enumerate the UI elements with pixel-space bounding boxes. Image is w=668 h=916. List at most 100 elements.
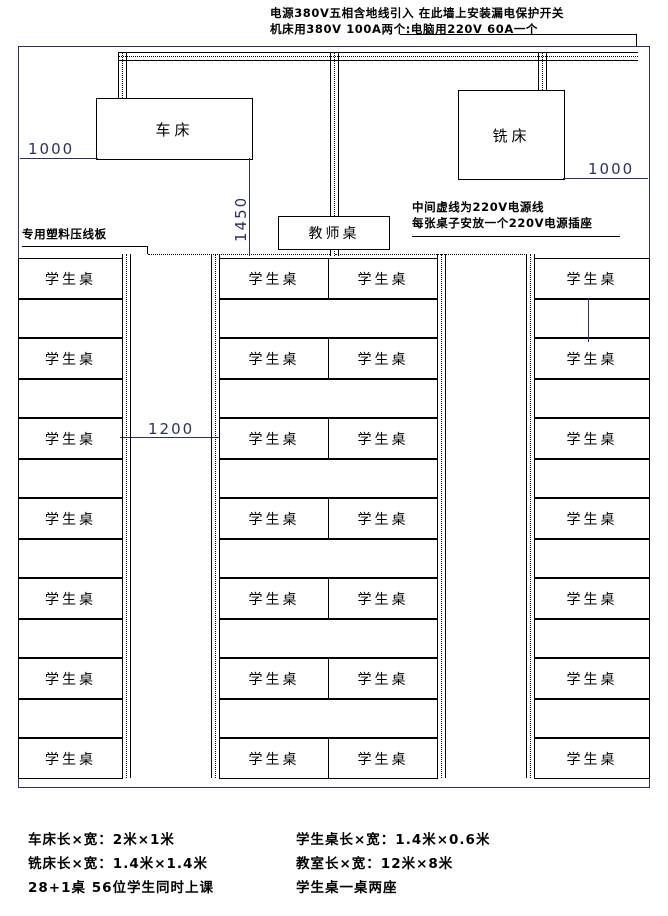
student-desk-seat[interactable]: 学生桌 bbox=[220, 579, 328, 618]
student-desk[interactable]: 学生桌学生桌 bbox=[219, 338, 438, 379]
student-desk-label: 学生桌 bbox=[45, 431, 96, 448]
student-desk[interactable]: 学生桌 bbox=[18, 258, 123, 299]
desk-gap-row bbox=[534, 539, 650, 578]
power-bus-aisle-2 bbox=[211, 254, 220, 778]
legend-cell: 学生桌长×宽：1.4米×0.6米 bbox=[296, 832, 491, 848]
student-desk[interactable]: 学生桌 bbox=[18, 498, 123, 539]
student-desk[interactable]: 学生桌 bbox=[534, 338, 650, 379]
student-desk-seat[interactable]: 学生桌 bbox=[328, 419, 437, 458]
student-desk-seat[interactable]: 学生桌 bbox=[328, 739, 437, 778]
dim-1200-line bbox=[120, 437, 220, 439]
student-desk[interactable]: 学生桌 bbox=[534, 498, 650, 539]
student-desk-seat[interactable]: 学生桌 bbox=[19, 419, 122, 458]
student-desk[interactable]: 学生桌 学生桌 bbox=[219, 498, 438, 539]
student-desk-label: 学生桌 bbox=[45, 671, 96, 688]
student-desk[interactable]: 学生桌 bbox=[534, 738, 650, 779]
student-desk-seat[interactable]: 学生桌 bbox=[220, 659, 328, 698]
student-desk[interactable]: 学生桌学生桌 bbox=[219, 658, 438, 699]
student-desk-label: 学生桌 bbox=[248, 431, 300, 448]
student-desk[interactable]: 学生桌 bbox=[18, 658, 123, 699]
desk-gap-row bbox=[219, 459, 438, 498]
legend-cell: 28+1桌 56位学生同时上课 bbox=[28, 880, 214, 896]
lathe-label: 车床 bbox=[155, 120, 194, 139]
student-desk[interactable]: 学生桌 学生桌 bbox=[219, 418, 438, 459]
plastic-board-underline bbox=[22, 246, 148, 248]
student-desk-seat[interactable]: 学生桌 bbox=[220, 419, 328, 458]
student-desk-seat[interactable]: 学生桌 bbox=[535, 259, 649, 298]
plastic-board-note: 专用塑料压线板 bbox=[22, 227, 107, 241]
top-power-bus bbox=[118, 52, 638, 61]
top-note-leader-horizontal bbox=[400, 34, 637, 36]
student-desk-seat[interactable]: 学生桌 bbox=[19, 499, 122, 538]
student-desk-seat[interactable]: 学生桌 bbox=[535, 739, 649, 778]
desk-gap-row bbox=[18, 379, 123, 418]
student-desk[interactable]: 学生桌 bbox=[534, 658, 650, 699]
student-desk-seat[interactable]: 学生桌 bbox=[535, 659, 649, 698]
desk-gap-row bbox=[219, 299, 438, 338]
student-desk-label: 学生桌 bbox=[566, 591, 618, 608]
student-desk-seat[interactable]: 学生桌 bbox=[19, 339, 122, 378]
student-desk-seat[interactable]: 学生桌 bbox=[220, 259, 328, 298]
student-desk-label: 学生桌 bbox=[248, 271, 300, 288]
student-desk-label: 学生桌 bbox=[357, 591, 409, 608]
desk-gap-row bbox=[18, 299, 123, 338]
student-desk[interactable]: 学生桌 bbox=[534, 258, 650, 299]
student-desk-seat[interactable]: 学生桌 bbox=[328, 339, 437, 378]
student-desk-label: 学生桌 bbox=[357, 431, 409, 448]
desk-power-line-right bbox=[335, 254, 525, 255]
student-desk[interactable]: 学生桌 bbox=[18, 578, 123, 619]
mill-label: 铣床 bbox=[492, 126, 531, 145]
student-desk-seat[interactable]: 学生桌 bbox=[535, 579, 649, 618]
desk-gap-row bbox=[534, 619, 650, 658]
student-desk[interactable]: 学生桌 bbox=[18, 338, 123, 379]
student-desk-label: 学生桌 bbox=[357, 751, 409, 768]
student-desk-seat[interactable]: 学生桌 bbox=[220, 739, 328, 778]
milling-machine[interactable]: 铣床 bbox=[458, 90, 565, 180]
student-desk-seat[interactable]: 学生桌 bbox=[19, 659, 122, 698]
student-desk[interactable]: 学生桌 学生桌 bbox=[219, 738, 438, 779]
power-bus-aisle-4 bbox=[526, 254, 535, 778]
student-desk-label: 学生桌 bbox=[566, 671, 618, 688]
student-desk-label: 学生桌 bbox=[248, 591, 300, 608]
student-desk[interactable]: 学生桌 bbox=[534, 578, 650, 619]
mid-note-line-1: 中间虚线为220V电源线 bbox=[412, 200, 545, 214]
desk-gap-row bbox=[534, 299, 650, 338]
desk-gap-row bbox=[219, 379, 438, 418]
student-desk[interactable]: 学生桌 bbox=[18, 738, 123, 779]
student-desk-seat[interactable]: 学生桌 bbox=[328, 659, 437, 698]
student-desk-seat[interactable]: 学生桌 bbox=[19, 739, 122, 778]
student-desk-label: 学生桌 bbox=[566, 351, 618, 368]
dim-1450-text: 1450 bbox=[232, 195, 250, 242]
student-desk-seat[interactable]: 学生桌 bbox=[328, 579, 437, 618]
student-desk-seat[interactable]: 学生桌 bbox=[328, 499, 437, 538]
student-desk[interactable]: 学生桌 bbox=[534, 418, 650, 459]
student-desk-seat[interactable]: 学生桌 bbox=[220, 339, 328, 378]
student-desk[interactable]: 学生桌 bbox=[18, 418, 123, 459]
desk-block-right: 学生桌学生桌学生桌学生桌学生桌学生桌学生桌 bbox=[534, 258, 650, 779]
legend-row: 铣床长×宽：1.4米×1.4米 教室长×宽：12米×8米 bbox=[28, 852, 648, 876]
dim-1200-text: 1200 bbox=[148, 420, 195, 438]
legend-cell: 铣床长×宽：1.4米×1.4米 bbox=[28, 856, 208, 872]
student-desk[interactable]: 学生桌 学生桌 bbox=[219, 258, 438, 299]
student-desk[interactable]: 学生桌 学生桌 bbox=[219, 578, 438, 619]
student-desk-seat[interactable]: 学生桌 bbox=[220, 499, 328, 538]
student-desk-label: 学生桌 bbox=[566, 431, 618, 448]
student-desk-label: 学生桌 bbox=[45, 511, 96, 528]
dim-right-1000-line bbox=[563, 178, 648, 180]
student-desk-seat[interactable]: 学生桌 bbox=[328, 259, 437, 298]
legend-cell: 教室长×宽：12米×8米 bbox=[296, 856, 454, 872]
student-desk-label: 学生桌 bbox=[45, 751, 96, 768]
student-desk-seat[interactable]: 学生桌 bbox=[19, 579, 122, 618]
student-desk-label: 学生桌 bbox=[357, 511, 409, 528]
teacher-desk[interactable]: 教师桌 bbox=[278, 216, 390, 250]
student-desk-seat[interactable]: 学生桌 bbox=[19, 259, 122, 298]
student-desk-label: 学生桌 bbox=[566, 511, 618, 528]
mid-note-underline bbox=[412, 236, 620, 238]
student-desk-seat[interactable]: 学生桌 bbox=[535, 339, 649, 378]
student-desk-seat[interactable]: 学生桌 bbox=[535, 419, 649, 458]
desk-gap-row bbox=[534, 379, 650, 418]
student-desk-seat[interactable]: 学生桌 bbox=[535, 499, 649, 538]
lathe-machine[interactable]: 车床 bbox=[96, 98, 253, 160]
top-note-leader-vertical bbox=[636, 34, 638, 52]
student-desk-label: 学生桌 bbox=[566, 271, 618, 288]
